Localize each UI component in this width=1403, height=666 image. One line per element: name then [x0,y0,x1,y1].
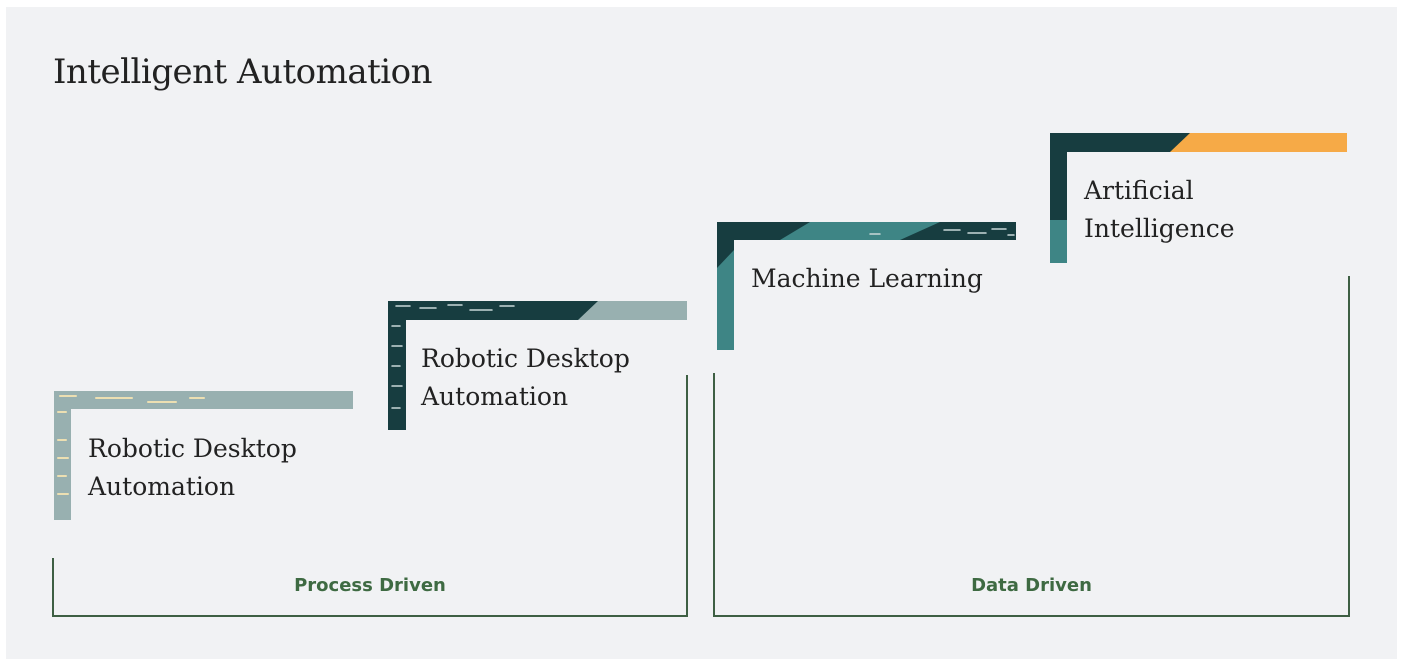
step-2-bar [388,301,687,430]
step-1-label-line2: Automation [88,472,236,501]
step-1-label-line1: Robotic Desktop [88,434,297,463]
diagram-panel [6,7,1397,659]
diagram-title: Intelligent Automation [53,52,433,92]
step-4-label-line1: Artificial [1084,176,1194,205]
data-driven-bracket-right [1348,276,1350,617]
step-2-label: Robotic Desktop Automation [421,340,630,416]
data-driven-bracket-bottom [713,615,1350,617]
step-1-label: Robotic Desktop Automation [88,430,297,506]
process-driven-label: Process Driven [294,575,446,596]
step-3-label: Machine Learning [751,260,983,298]
step-1-bar [54,391,353,520]
step-2-label-line1: Robotic Desktop [421,344,630,373]
step-4-label: Artificial Intelligence [1084,172,1235,248]
step-2-label-line2: Automation [421,382,569,411]
step-4-label-line2: Intelligence [1084,214,1235,243]
step-3-bar [717,222,1016,350]
process-driven-bracket [52,558,688,617]
data-driven-label: Data Driven [971,575,1092,596]
step-3-label-line1: Machine Learning [751,264,983,293]
step-4-bar [1050,133,1347,263]
process-driven-bracket-right [686,375,688,617]
